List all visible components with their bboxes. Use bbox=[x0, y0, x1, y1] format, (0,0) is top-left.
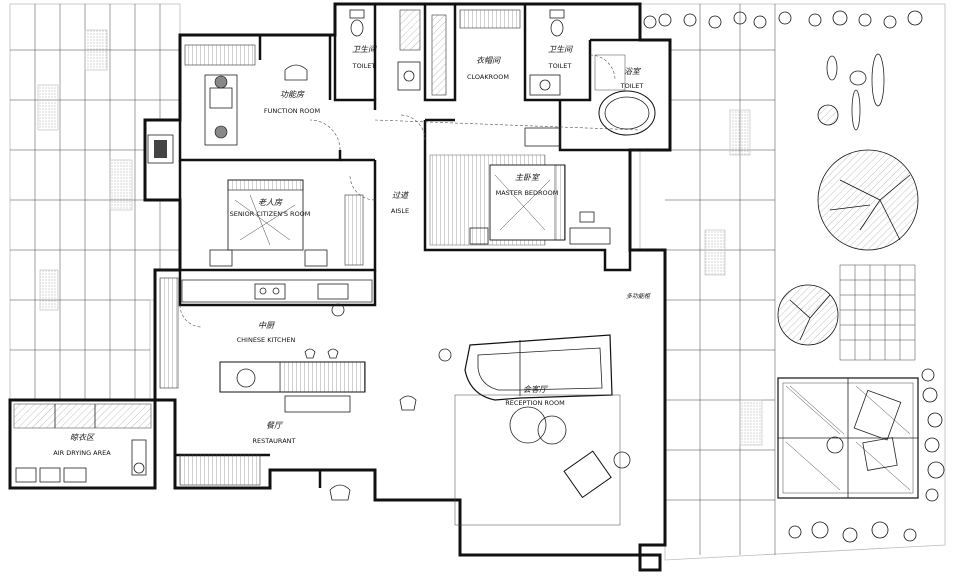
garden-pavilion bbox=[777, 377, 919, 499]
air-drying-area bbox=[8, 398, 157, 490]
cloakroom-cn: 衣帽间 bbox=[476, 56, 501, 65]
kitchen-cn: 中厨 bbox=[258, 321, 276, 330]
toilet-right-label: TOILET bbox=[620, 82, 644, 90]
master-bedroom-cn: 主卧室 bbox=[515, 173, 540, 182]
garden-trees bbox=[643, 10, 945, 543]
aisle-label: AISLE bbox=[391, 207, 409, 215]
interior-walls bbox=[175, 4, 670, 488]
senior-room-bed bbox=[209, 179, 364, 267]
toilet-mid-cn: 卫生间 bbox=[548, 45, 573, 54]
toilet-fixtures bbox=[349, 9, 656, 136]
restaurant-label: RESTAURANT bbox=[253, 437, 296, 445]
toilet-left-label: TOILET bbox=[352, 62, 376, 70]
cabinet-note: 多功能柜 bbox=[626, 292, 651, 300]
function-room-label: FUNCTION ROOM bbox=[264, 107, 320, 115]
senior-room-label: SENIOR CITIZEN'S ROOM bbox=[230, 210, 311, 218]
toilet-mid-label: TOILET bbox=[548, 62, 572, 70]
kitchen-label: CHINESE KITCHEN bbox=[237, 336, 296, 344]
toilet-left-cn: 卫生间 bbox=[352, 45, 377, 54]
room-labels: 卫生间 TOILET 衣帽间 CLOAKROOM 卫生间 TOILET 浴室 T… bbox=[53, 45, 651, 457]
master-bedroom-label: MASTER BEDROOM bbox=[496, 189, 559, 197]
cloakroom-label: CLOAKROOM bbox=[467, 73, 509, 81]
kitchen-furniture bbox=[159, 277, 373, 486]
function-room-cn: 功能房 bbox=[280, 90, 305, 99]
master-bedroom-furniture bbox=[429, 127, 611, 246]
reception-cn: 会客厅 bbox=[523, 385, 549, 394]
door-swings bbox=[179, 54, 641, 328]
restaurant-cn: 餐厅 bbox=[266, 421, 284, 430]
air-drying-cn: 晾衣区 bbox=[70, 433, 95, 442]
toilet-right-cn: 浴室 bbox=[624, 67, 641, 76]
function-room-furniture bbox=[147, 44, 308, 164]
air-drying-label: AIR DRYING AREA bbox=[53, 449, 111, 457]
senior-room-cn: 老人房 bbox=[258, 198, 283, 207]
reception-label: RECEPTION ROOM bbox=[505, 399, 564, 407]
aisle-cn: 过道 bbox=[392, 191, 409, 200]
reception-furniture bbox=[329, 334, 631, 526]
